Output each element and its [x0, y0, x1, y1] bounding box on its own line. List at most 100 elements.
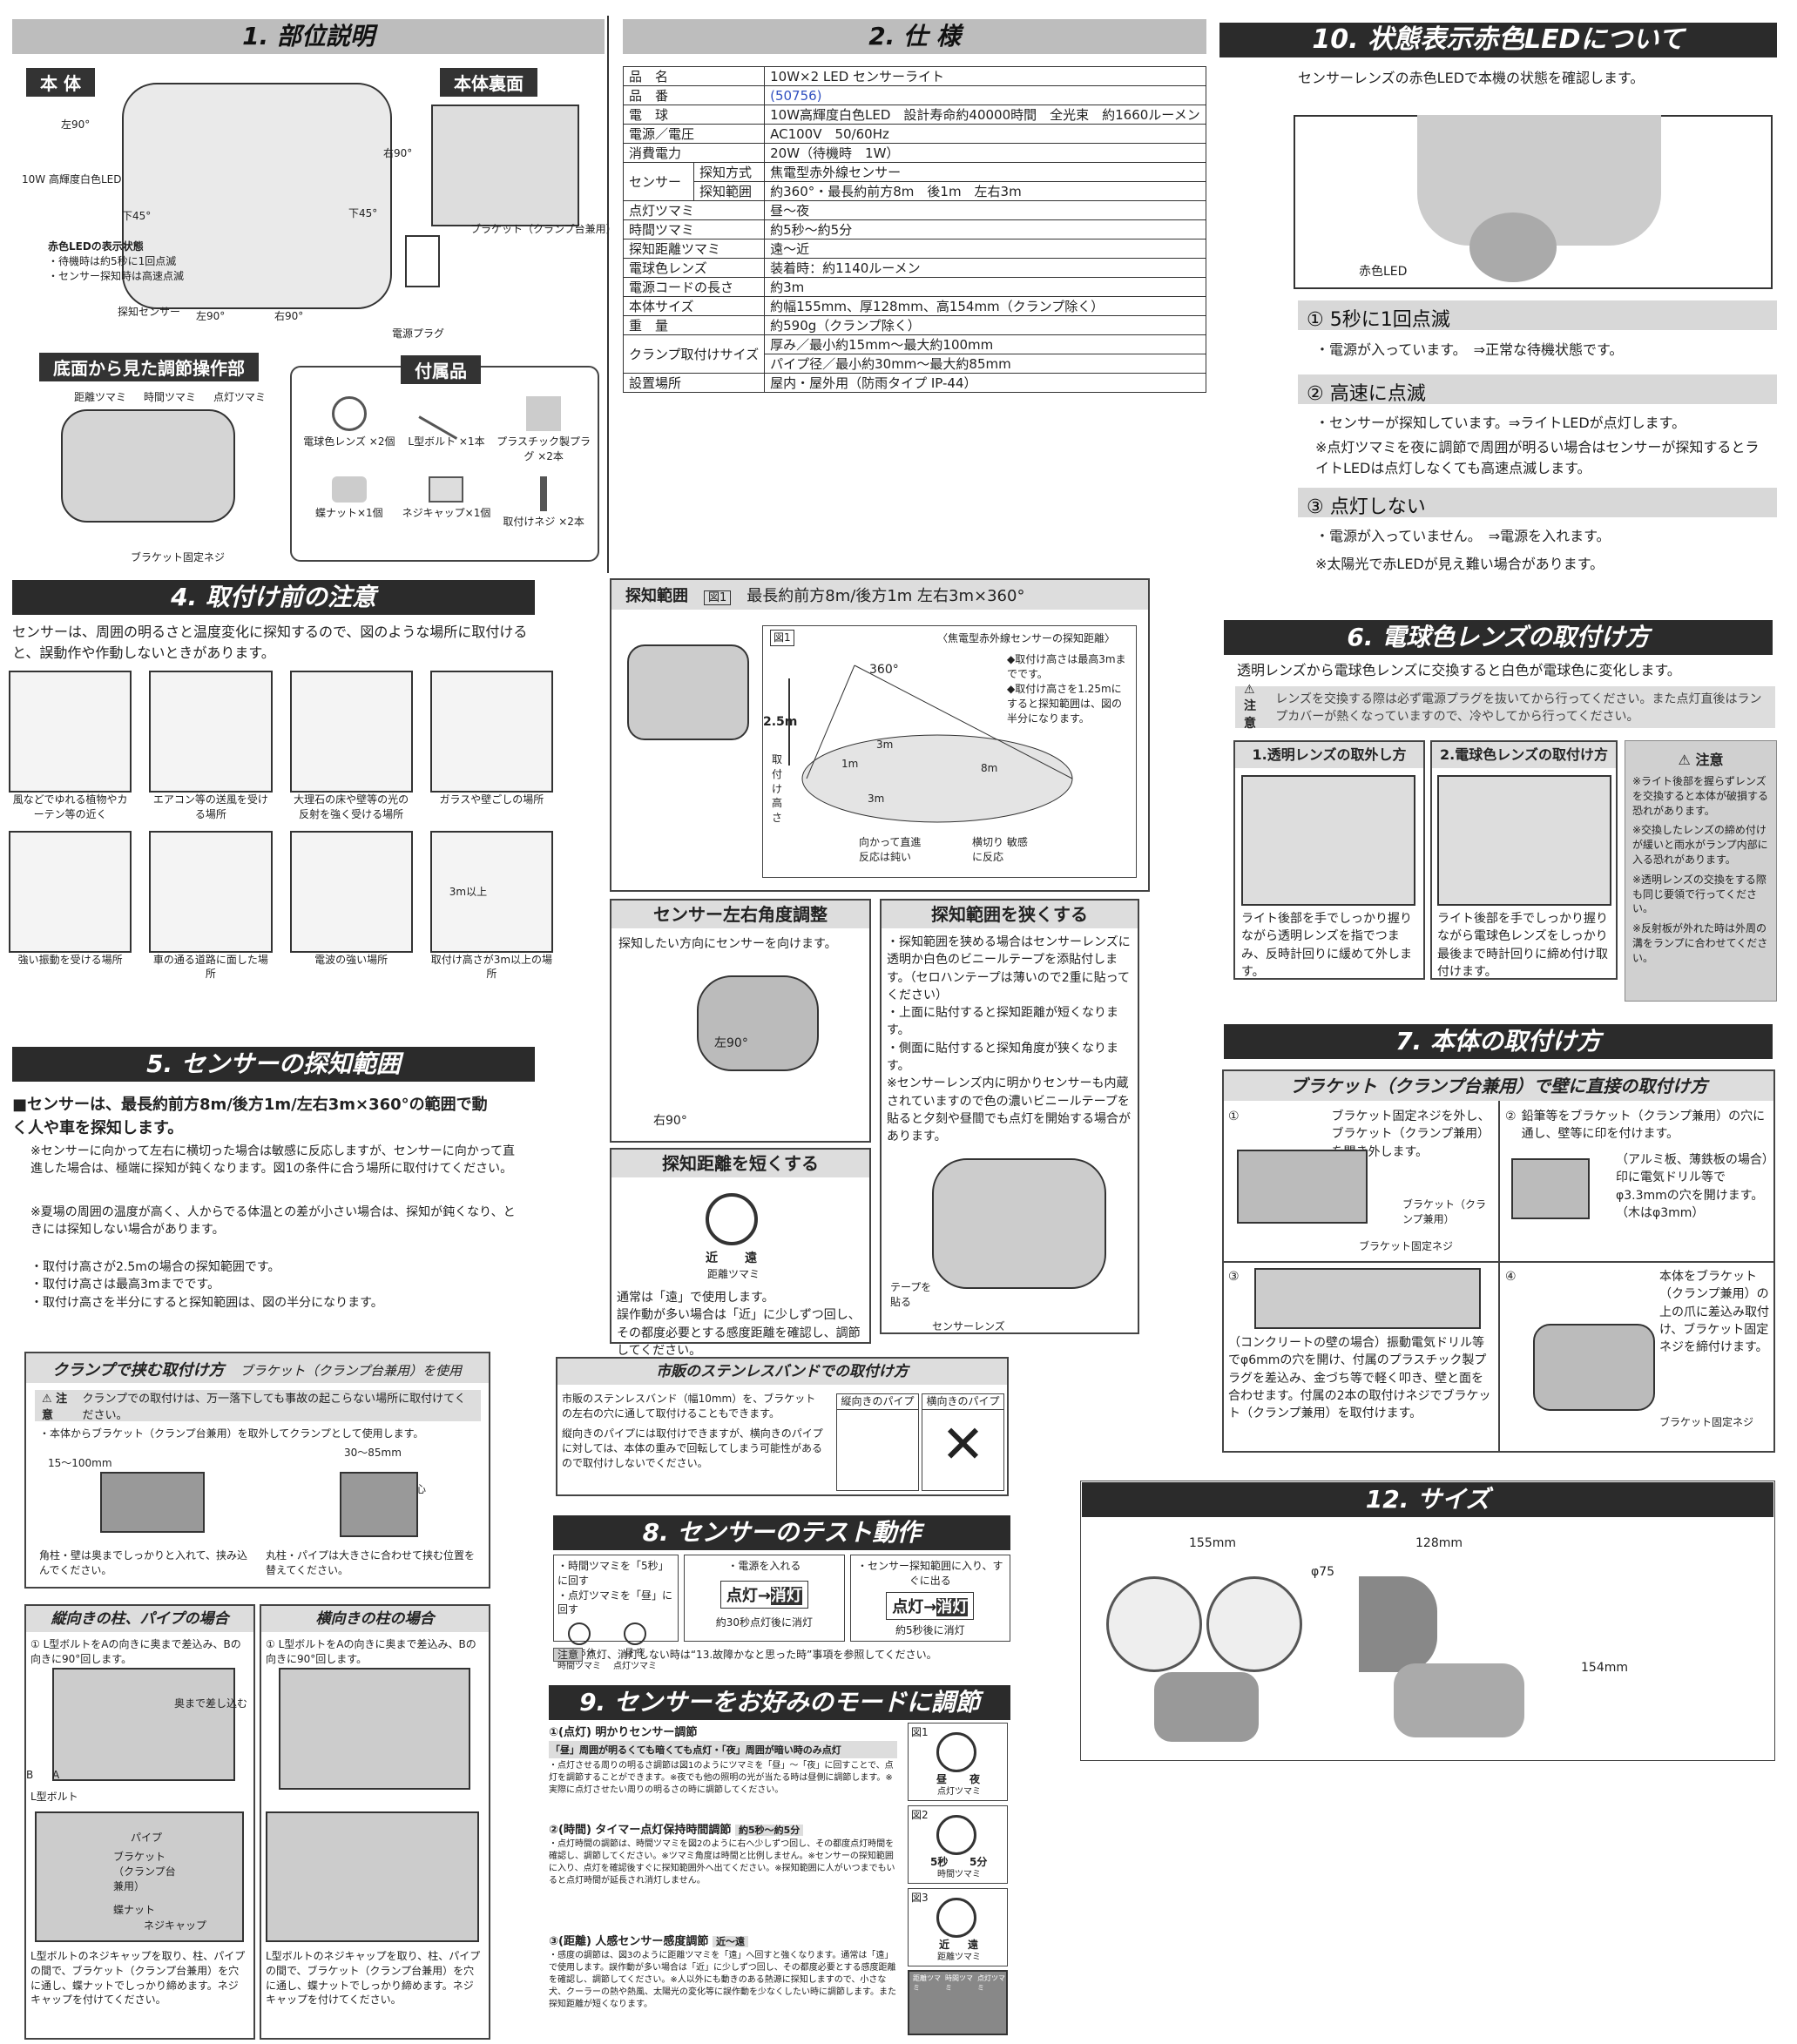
clamp-vertical-illustration1: [52, 1668, 235, 1781]
section2-title: 2. 仕 様: [623, 19, 1206, 54]
s6-step2-illustration: [1437, 775, 1611, 906]
s6-step2-text: ライト後部を手でしっかり握りながら電球色レンズをしっかり最後まで時計回りに締め付…: [1437, 912, 1608, 979]
clamp-v-nut: 蝶ナット: [113, 1904, 156, 1916]
clamp-v-pipe: パイプ: [131, 1832, 163, 1844]
accessory-item: 取付けネジ ×2本: [495, 476, 592, 530]
detection-range-header: 探知範囲 図1 最長約前方8m/後方1m 左右3m×360°: [611, 580, 1148, 610]
clamp-horizontal-illustration1: [279, 1668, 470, 1790]
dist-far: 遠: [745, 1251, 757, 1265]
s9-fig2: 図2 5秒 5分 時間ツマミ: [908, 1805, 1008, 1884]
s7-subtitle: ブラケット（クランプ台兼用）で壁に直接の取付け方: [1224, 1071, 1773, 1101]
clamp-v-b: B: [26, 1769, 34, 1781]
s7-step3-num: ③: [1228, 1270, 1240, 1284]
clamp-vertical-illustration2: [35, 1811, 244, 1942]
red-led-state: 赤色LEDの表示状態 ・待機時は約5秒に1回点滅 ・センサー探知時は高速点滅: [48, 240, 185, 282]
s9-item3: ③(距離) 人感センサー感度調節 近〜遠 ・感度の調節は、図3のように距離ツマミ…: [549, 1935, 896, 2009]
red-led-label: 赤色LED: [1359, 265, 1408, 279]
clamp-horizontal-step2: L型ボルトのネジキャップを取り、柱、パイプの間で、ブラケット（クランプ台兼用）を…: [266, 1950, 481, 2007]
clamp-header: クランプで挟む取付け方 ブラケット（クランプ台兼用）を使用: [26, 1353, 489, 1383]
s6-step2: [1430, 740, 1618, 980]
section1-title: 1. 部位説明: [12, 19, 605, 54]
clamp-v-push: 奥まで差し込む: [174, 1697, 248, 1710]
clamp-v-a: A: [52, 1769, 60, 1781]
clamp-horizontal-illustration2: [266, 1811, 479, 1942]
section8-title: 8. センサーのテスト動作: [553, 1515, 1010, 1550]
s6-step1-text: ライト後部を手でしっかり握りながら透明レンズを指でつまみ、反時計回りに緩めて外し…: [1241, 912, 1412, 979]
s7-bracket-label: ブラケット（クランプ兼用）: [1402, 1198, 1487, 1225]
wall-outlet-illustration: [405, 235, 440, 287]
s4-intro: センサーは、周囲の明るさと温度変化に探知するので、図のような場所に取付けると、誤…: [12, 624, 528, 661]
accessory-item: 蝶ナット×1個: [301, 476, 398, 530]
bottom-tag: 底面から見た調節操作部: [39, 353, 259, 381]
section4-title: 4. 取付け前の注意: [12, 580, 535, 615]
right90-label: 右90°: [383, 147, 413, 159]
s6-step1-illustration: [1241, 775, 1415, 906]
down45b-label: 下45°: [348, 207, 378, 219]
clamp-pipe-illustration: [340, 1472, 418, 1537]
section6-title: 6. 電球色レンズの取付け方: [1224, 620, 1773, 655]
narrow-box: [880, 899, 1139, 1334]
front-view: [1106, 1559, 1315, 1751]
s10-state2-text: ・センサーが探知しています。⇒ライトLEDが点灯します。: [1315, 415, 1686, 431]
angle-left: 左90°: [714, 1036, 748, 1050]
distance-box: [610, 1148, 871, 1344]
caution-item: エアコン等の送風を受ける場所: [149, 671, 273, 822]
tape-label: テープを貼る: [890, 1281, 932, 1308]
s7-step4-screw: ブラケット固定ネジ: [1659, 1416, 1754, 1428]
band-text1: 市販のステンレスバンド（幅10mm）を、ブラケットの左右の穴に通して取付けること…: [562, 1393, 816, 1420]
section9-title: 9. センサーをお好みのモードに調節: [549, 1685, 1010, 1720]
s7-step3-illustration: [1254, 1268, 1481, 1329]
size-height: 154mm: [1581, 1661, 1628, 1675]
s7-step3-text: （コンクリートの壁の場合）振動電気ドリル等でφ6mmの穴を開け、付属のプラスチッ…: [1228, 1336, 1491, 1421]
accessory-item: L型ボルト ×1本: [398, 388, 496, 464]
clamp-v-lbolt: L型ボルト: [30, 1791, 78, 1803]
s9-item1: ①(点灯) 明かりセンサー調節 「昼」周囲が明るくても暗くても点灯・「夜」周囲が…: [549, 1723, 897, 1797]
clamp-vertical-box: [24, 1604, 255, 2040]
band-box: [556, 1357, 1009, 1496]
light-body-illustration: [122, 83, 392, 309]
s7-step2-illustration: [1511, 1158, 1590, 1219]
s7-step4-illustration: [1533, 1324, 1655, 1411]
accessory-item: プラスチック製プラグ ×2本: [495, 396, 592, 464]
s7-step4-num: ④: [1505, 1270, 1517, 1284]
s10-intro: センサーレンズの赤色LEDで本機の状態を確認します。: [1298, 70, 1645, 86]
caution-grid: 風などでゆれる植物やカーテン等の近く エアコン等の送風を受ける場所 大理石の床や…: [9, 671, 553, 982]
bracket-screw-label: ブラケット固定ネジ: [131, 551, 226, 563]
s6-step1-title: 1.透明レンズの取外し方: [1235, 742, 1423, 768]
clamp-vertical-title: 縦向きの柱、パイプの場合: [26, 1606, 253, 1632]
s6-notes: ⚠ 注意 ※ライト後部を握らずレンズを交換すると本体が破損する恐れがあります。 …: [1625, 740, 1777, 1002]
s6-step2-title: 2.電球色レンズの取付け方: [1432, 742, 1616, 768]
clamp-v-bracket: ブラケット（クランプ台兼用）: [113, 1851, 176, 1892]
distance-knob-icon: [706, 1193, 758, 1245]
accessories-grid: 電球色レンズ ×2個 L型ボルト ×1本 プラスチック製プラグ ×2本 蝶ナット…: [301, 388, 592, 530]
band-vertical: 縦向きのパイプ: [836, 1393, 919, 1491]
s10-state3-note: ※太陽光で赤LEDが見え難い場合があります。: [1315, 556, 1604, 572]
s10-state1-text: ・電源が入っています。 ⇒正常な待機状態です。: [1315, 341, 1624, 358]
clamp-wall-illustration: [100, 1472, 205, 1533]
s6-step1: [1233, 740, 1425, 980]
accessory-item: 電球色レンズ ×2個: [301, 396, 398, 464]
angle-illustration: [697, 975, 819, 1071]
accessory-item: ネジキャップ×1個: [398, 476, 496, 530]
right90b-label: 右90°: [274, 310, 304, 322]
caution-item: ガラスや壁ごしの場所: [429, 671, 553, 822]
bracket-label: ブラケット（クランプ台兼用）: [470, 223, 617, 235]
left90-label: 左90°: [61, 118, 91, 131]
rear-illustration: [431, 105, 579, 226]
s8-step3: ・センサー探知範囲に入り、すぐに出る 点灯→消灯 約5秒後に消灯: [849, 1555, 1011, 1642]
angle-box: [610, 899, 871, 1143]
sensor-label: 探知センサー: [118, 306, 181, 318]
s9-fig3: 図3 近 遠 距離ツマミ: [908, 1888, 1008, 1966]
s10-state2-header: ② 高速に点滅: [1298, 374, 1777, 405]
s12-box: [1080, 1481, 1775, 1761]
left90b-label: 左90°: [196, 310, 226, 322]
divider: [607, 16, 609, 573]
narrow-header: 探知範囲を狭くする: [882, 901, 1138, 928]
s6-caution: ⚠ 注意レンズを交換する際は必ず電源プラグを抜いてから行ってください。また点灯直…: [1235, 683, 1775, 731]
clamp-horizontal-step1: ① L型ボルトをAの向きに奥まで差込み、Bの向きに90°回します。: [266, 1638, 476, 1665]
caution-item: 大理石の床や壁等の光の反射を強く受ける場所: [289, 671, 413, 822]
s7-screw-label: ブラケット固定ネジ: [1359, 1240, 1454, 1252]
s5-note1: ※センサーに向かって左右に横切った場合は敏感に反応しますが、センサーに向かって直…: [30, 1144, 516, 1177]
